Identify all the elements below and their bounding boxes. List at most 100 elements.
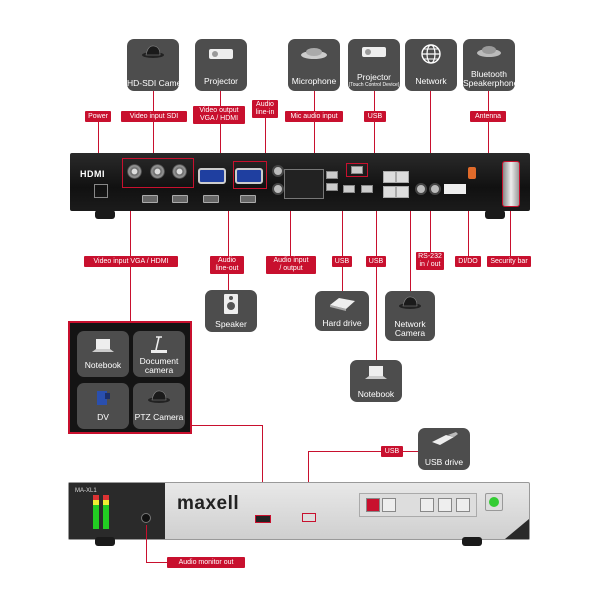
connector-line (220, 124, 221, 164)
record-button[interactable] (366, 498, 380, 512)
label-antenna: Antenna (470, 111, 506, 122)
connector-line (468, 211, 469, 256)
device-label: USB drive (424, 457, 464, 467)
label-power: Power (85, 111, 111, 122)
usb-drive-icon (432, 432, 458, 445)
sdi-port (172, 164, 187, 179)
connector-line (374, 121, 375, 164)
connector-line (342, 266, 343, 291)
dido-terminal (444, 184, 466, 194)
connector-line (510, 211, 511, 256)
control-button-row (359, 493, 477, 517)
label-video-input-sdi: Video input SDI (121, 111, 187, 122)
connector-line (342, 211, 343, 256)
hdmi-port (142, 195, 158, 203)
sdi-port (150, 164, 165, 179)
connector-line (376, 211, 377, 256)
network-button[interactable] (456, 498, 470, 512)
input-ptz-camera: PTZ Camera (133, 383, 185, 429)
connector-line (220, 91, 221, 106)
hdmi-output-port (240, 195, 256, 203)
hdmi-port (172, 195, 188, 203)
usb-port (351, 166, 363, 174)
antenna-connector (468, 167, 476, 179)
connector-line (153, 91, 154, 111)
audio-jack (272, 183, 284, 195)
connector-line (403, 451, 418, 452)
source-label: Projector (203, 76, 238, 86)
connector-line (314, 121, 315, 164)
dv-camera-icon (97, 391, 110, 405)
label-audio-monitor-out: Audio monitor out (167, 557, 245, 568)
front-hdmi-port (255, 515, 271, 523)
label-usb-2: USB (366, 256, 386, 267)
camera-icon (142, 45, 164, 58)
device-label: Speaker (215, 319, 247, 329)
front-left-panel: MA-XL1 (69, 483, 165, 539)
lan-port (383, 171, 396, 183)
connector-line (430, 211, 431, 252)
power-button[interactable] (485, 493, 503, 511)
connector-line (374, 91, 375, 111)
usb-port (343, 185, 355, 193)
hdmi-logo: HDMI (80, 169, 105, 179)
rear-foot (485, 210, 505, 219)
output-highlight (233, 161, 267, 189)
menu-button[interactable] (438, 498, 452, 512)
connector-line (376, 266, 377, 360)
connector-line (153, 121, 154, 163)
source-projector-touch: Projector(Touch Control Device) (348, 39, 400, 91)
connector-line (488, 91, 489, 111)
speaker-icon (224, 294, 238, 314)
connector-line (308, 451, 381, 452)
security-bar (502, 161, 520, 207)
connector-line (410, 211, 411, 291)
label-security-bar: Security bar (487, 256, 531, 267)
connector-line (146, 525, 147, 562)
connector-line (98, 121, 99, 163)
document-camera-icon (151, 336, 167, 353)
connector-line (192, 425, 262, 426)
label-video-input-vga-hdmi: Video input VGA / HDMI (84, 256, 178, 267)
stop-button[interactable] (382, 498, 396, 512)
connector-line (430, 91, 431, 164)
source-label: Bluetooth Speakerphone (463, 69, 519, 88)
sdi-highlight (122, 158, 194, 188)
device-usb-drive: USB drive (418, 428, 470, 470)
usb-port (326, 183, 338, 191)
vga-output-port (235, 168, 263, 184)
front-foot (95, 537, 115, 546)
input-label: PTZ Camera (134, 412, 184, 422)
projector-icon (362, 47, 386, 57)
front-corner (505, 519, 529, 539)
label-mic-audio-input: Mic audio input (285, 111, 343, 122)
camera-icon (399, 296, 421, 309)
microphone-icon (301, 48, 327, 59)
front-usb-port (302, 513, 316, 522)
headphone-jack (141, 513, 151, 523)
source-bluetooth-speakerphone: Bluetooth Speakerphone (463, 39, 519, 91)
label-usb-1: USB (332, 256, 352, 267)
camera-icon (148, 390, 170, 403)
connector-line (488, 121, 489, 164)
power-socket (94, 184, 108, 198)
terminal-block (284, 169, 324, 199)
source-label: Microphone (291, 76, 337, 86)
brand-logo: maxell (177, 493, 240, 514)
info-button[interactable] (420, 498, 434, 512)
connector-line (314, 91, 315, 111)
sdi-port (127, 164, 142, 179)
connector-line (290, 211, 291, 256)
front-foot (462, 537, 482, 546)
rear-panel: HDMI (70, 153, 530, 211)
model-label: MA-XL1 (75, 488, 97, 494)
rear-foot (95, 210, 115, 219)
usb-highlight (346, 163, 368, 177)
connector-line (262, 425, 263, 519)
